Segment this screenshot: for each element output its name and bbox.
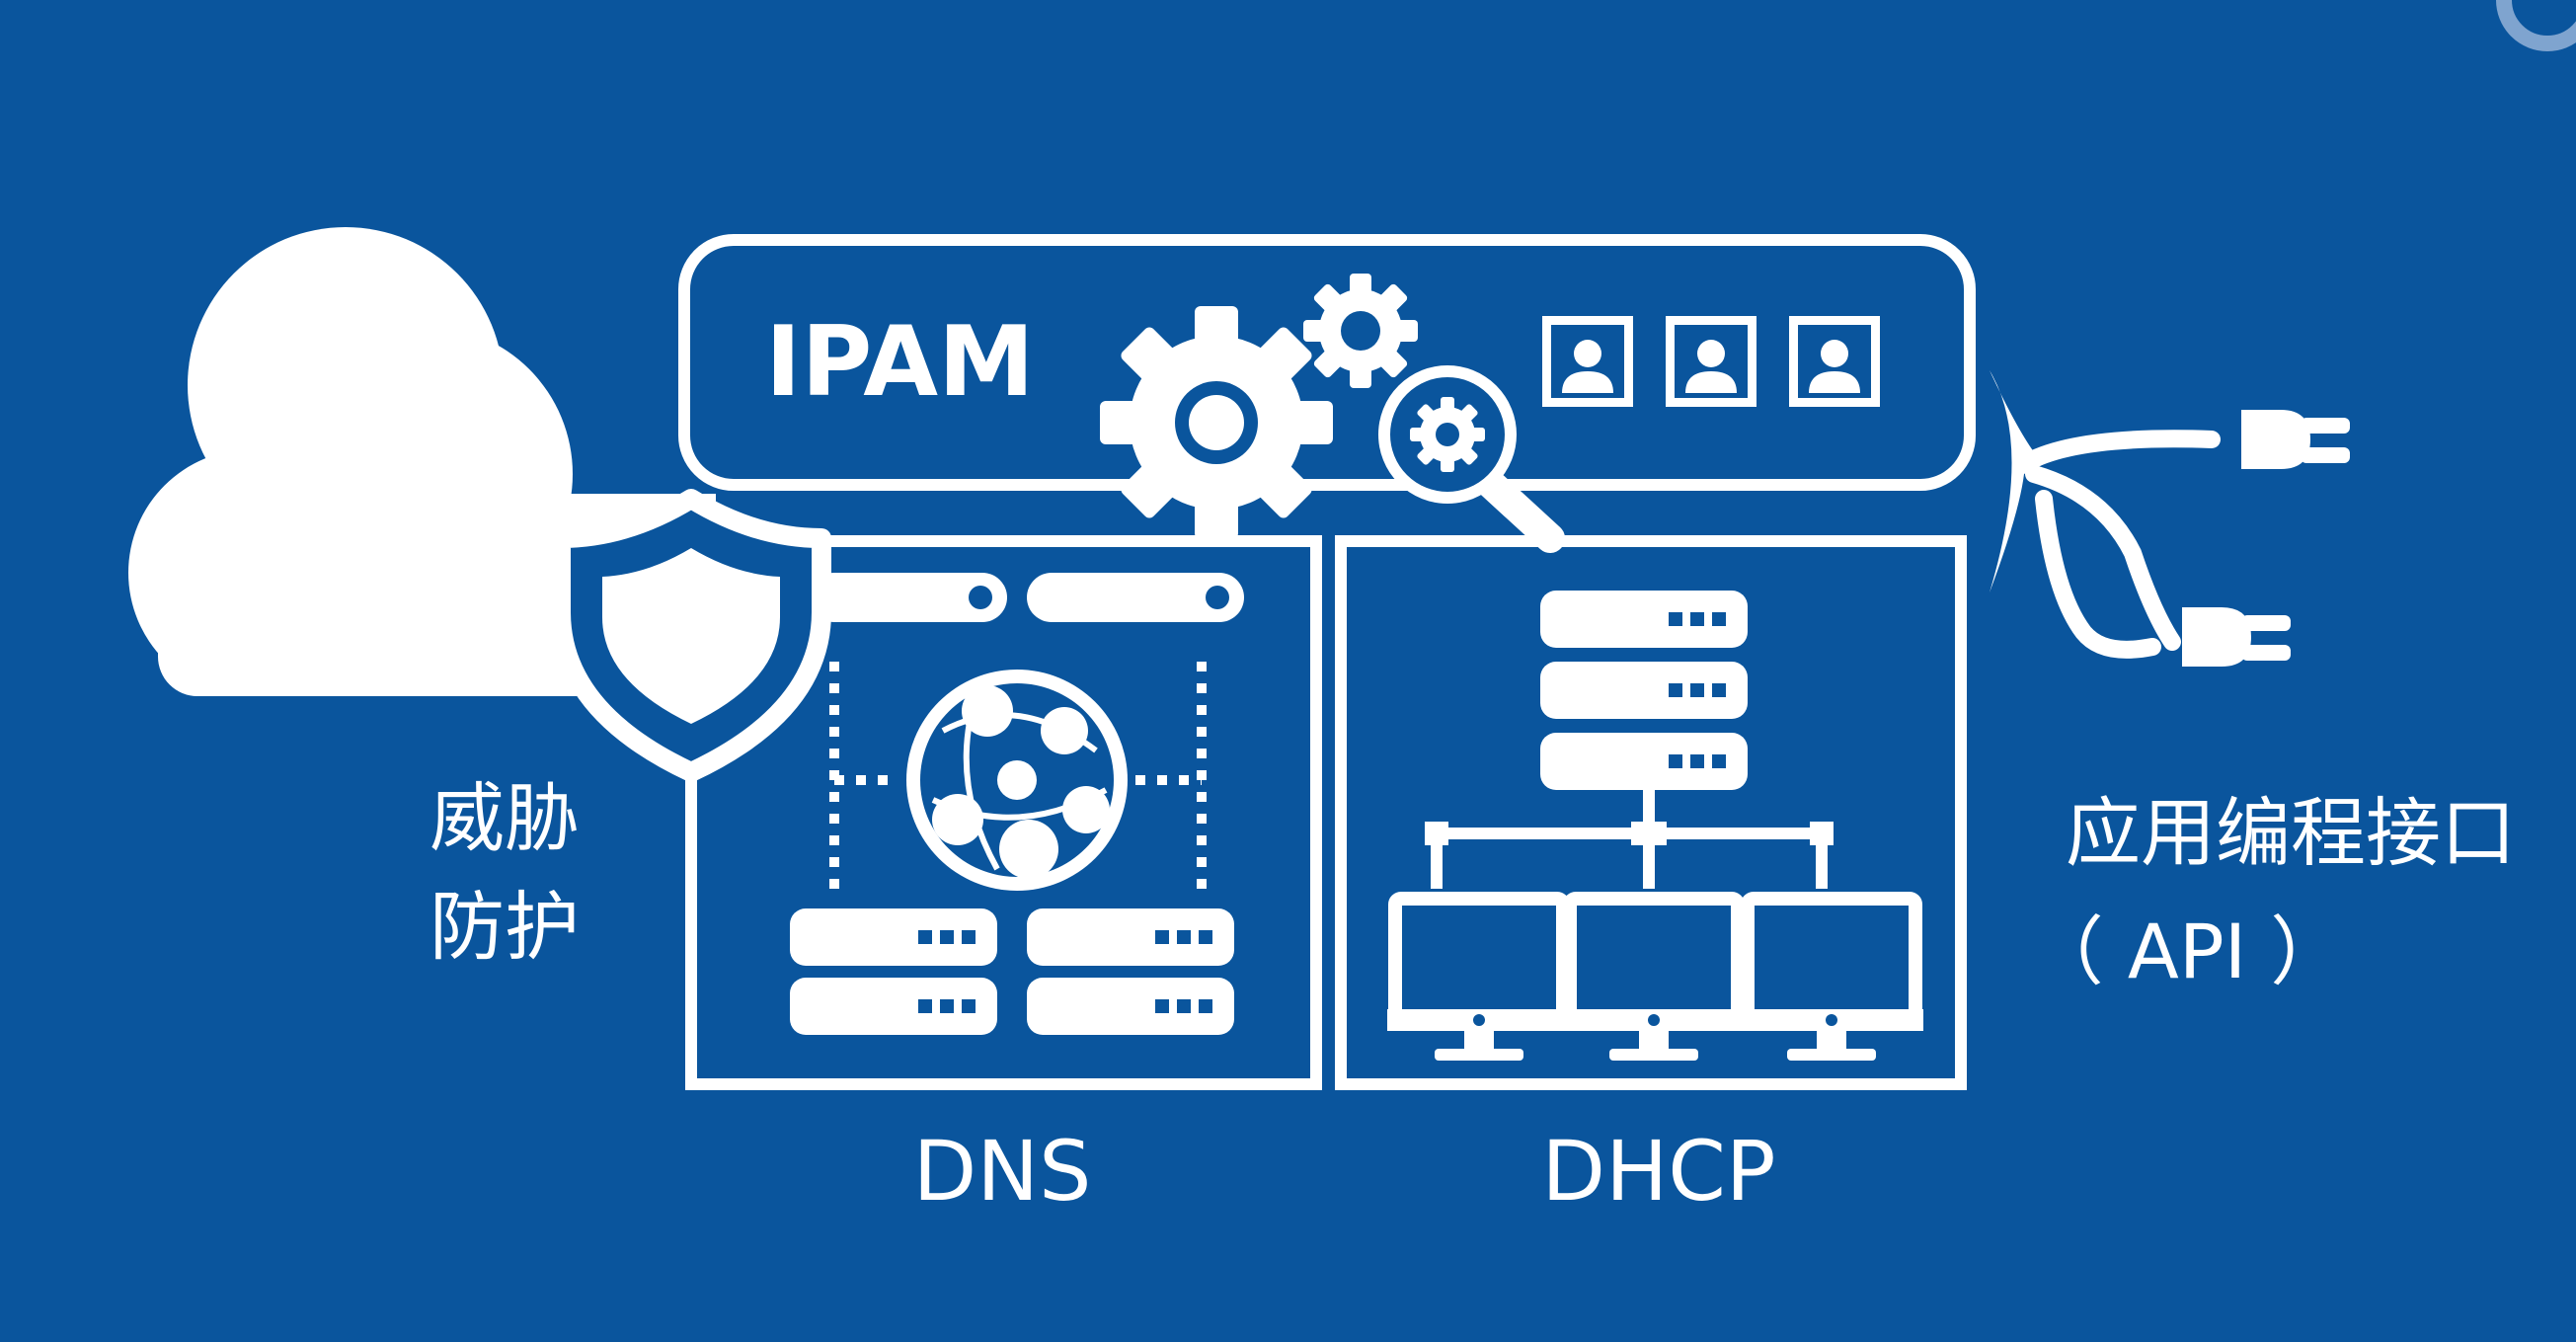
cloud-icon [128,227,716,696]
ipam-label: IPAM [765,306,1035,419]
large-gear-icon [1100,306,1333,539]
dhcp-network-icon [1387,591,1923,1061]
threat-protection-label-line1: 威胁 [429,774,580,862]
magnifier-gear-icon [1378,365,1565,553]
user-icon [1789,316,1880,407]
globe-icon [906,670,1128,891]
small-gear-icon [1303,274,1418,388]
user-icon [1542,316,1633,407]
user-icon [1666,316,1756,407]
dns-network-icon [790,573,1244,1035]
server-icon [1540,591,1748,790]
plug-icon [1990,370,2350,667]
shield-icon [551,489,831,782]
api-label-line2: （ API ） [2029,908,2346,995]
corner-decoration [2496,0,2576,51]
threat-protection-label-line2: 防护 [429,883,580,971]
dns-label: DNS [913,1123,1092,1220]
dhcp-label: DHCP [1541,1123,1775,1220]
api-label-line1: 应用编程接口 [2066,789,2516,877]
user-icon-group [1542,316,1880,407]
